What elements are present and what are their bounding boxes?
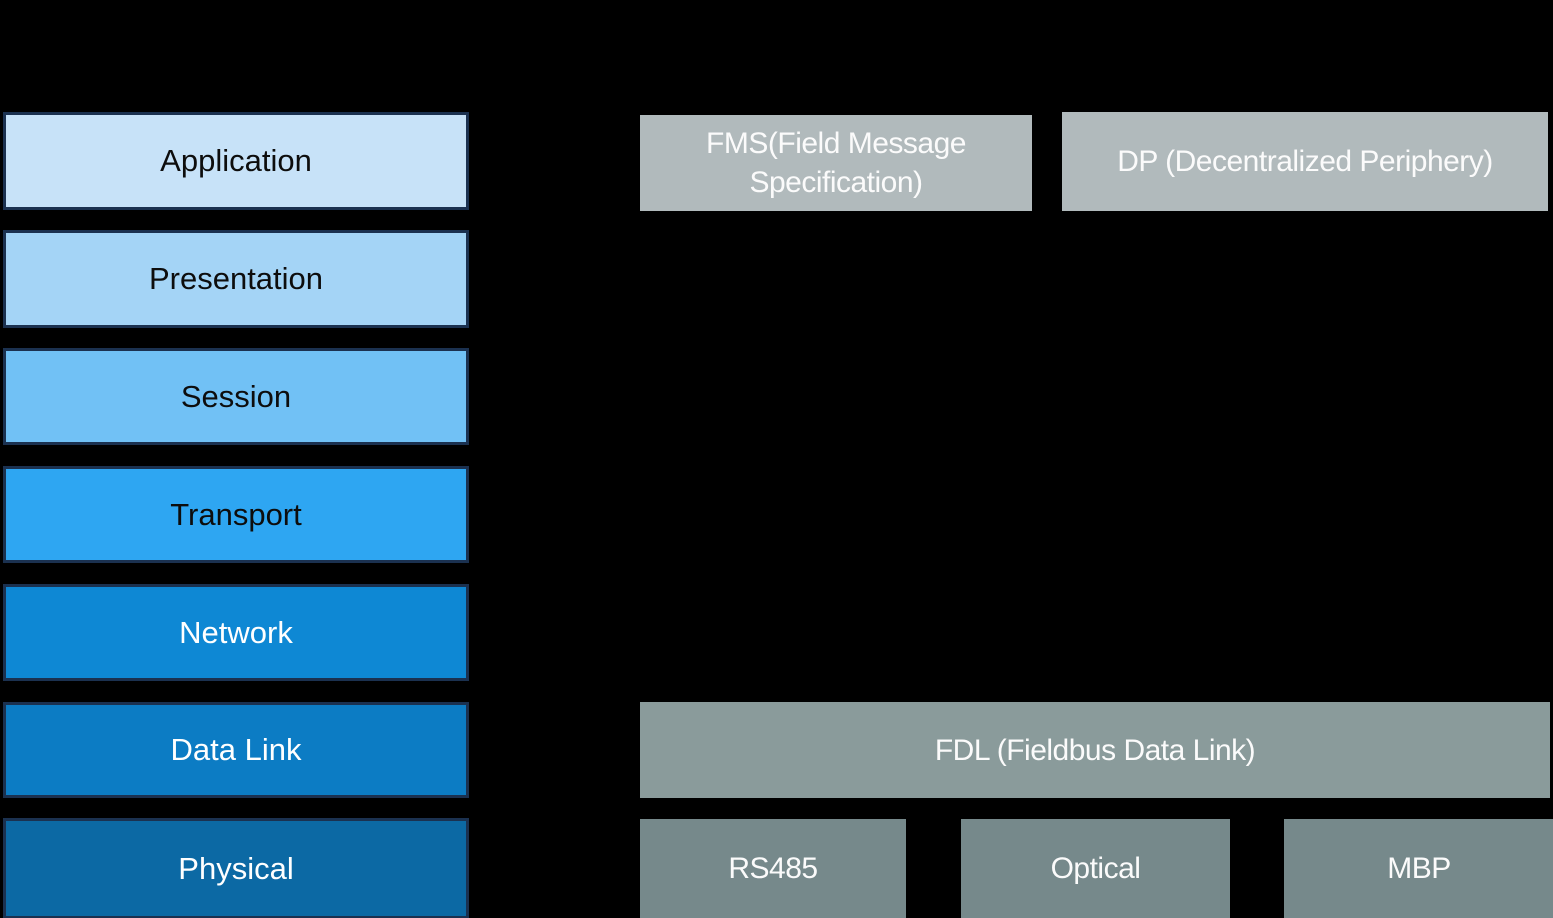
profibus-media-rs485-box: RS485 <box>640 819 906 918</box>
osi-layer-physical: Physical <box>3 818 469 918</box>
osi-layer-application: Application <box>3 112 469 210</box>
osi-layer-transport-label: Transport <box>170 496 302 532</box>
profibus-fms-label: FMS(Field Message Specification) <box>706 127 966 199</box>
osi-layer-data-link-label: Data Link <box>170 732 302 767</box>
osi-layer-session: Session <box>3 348 469 445</box>
osi-layer-network-label: Network <box>179 614 293 650</box>
profibus-dp-box: DP (Decentralized Periphery) <box>1062 112 1548 211</box>
profibus-dp-label: DP (Decentralized Periphery) <box>1117 145 1493 178</box>
profibus-media-mbp-box: MBP <box>1284 819 1553 918</box>
osi-layer-session-label: Session <box>180 378 292 414</box>
osi-layer-application-label: Application <box>160 143 312 178</box>
osi-layer-transport: Transport <box>3 466 469 563</box>
osi-layer-presentation: Presentation <box>3 230 469 328</box>
profibus-media-mbp-label: MBP <box>1387 852 1451 885</box>
osi-layer-physical-label: Physical <box>178 850 294 886</box>
profibus-media-optical-box: Optical <box>961 819 1230 918</box>
osi-layer-network: Network <box>3 584 469 681</box>
profibus-media-rs485-label: RS485 <box>728 852 818 885</box>
profibus-fdl-box: FDL (Fieldbus Data Link) <box>640 702 1550 798</box>
profibus-media-optical-label: Optical <box>1050 852 1141 885</box>
profibus-fms-box: FMS(Field Message Specification) <box>640 115 1032 211</box>
profibus-fdl-label: FDL (Fieldbus Data Link) <box>934 733 1256 767</box>
osi-layer-data-link: Data Link <box>3 702 469 798</box>
osi-layer-presentation-label: Presentation <box>148 261 324 296</box>
